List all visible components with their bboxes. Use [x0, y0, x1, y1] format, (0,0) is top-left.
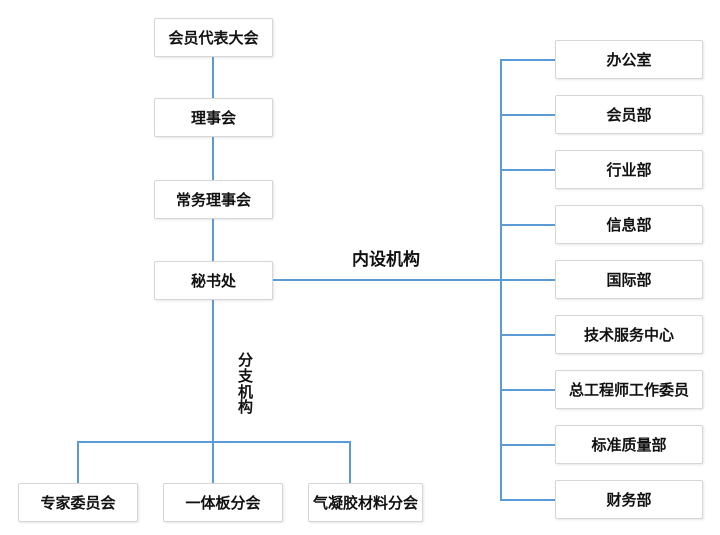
- connector-stub-aerogel: [349, 441, 351, 483]
- connector-stub-office: [500, 59, 555, 61]
- connector-stub-information: [500, 224, 555, 226]
- connector-stub-membership: [500, 114, 555, 116]
- node-secretariat: 秘书处: [154, 261, 273, 300]
- internal-orgs-label: 内设机构: [352, 250, 420, 269]
- connector-secretariat-branches: [212, 300, 214, 442]
- node-council: 理事会: [154, 98, 273, 137]
- connector-branch-bus: [77, 441, 351, 443]
- connector-congress-council: [212, 57, 214, 98]
- node-membership-dept: 会员部: [555, 95, 703, 134]
- connector-stub-standards-quality: [500, 444, 555, 446]
- node-office: 办公室: [555, 40, 703, 79]
- connector-stub-international: [500, 279, 555, 281]
- connector-stub-chief-engineer: [500, 389, 555, 391]
- connector-stub-industry: [500, 169, 555, 171]
- node-tech-service-center: 技术服务中心: [555, 315, 703, 354]
- node-finance-dept: 财务部: [555, 480, 703, 519]
- connector-stub-finance: [500, 499, 555, 501]
- connector-council-standing: [212, 137, 214, 180]
- node-information-dept: 信息部: [555, 205, 703, 244]
- connector-stub-expert: [77, 441, 79, 483]
- node-industry-dept: 行业部: [555, 150, 703, 189]
- node-member-congress: 会员代表大会: [154, 18, 273, 57]
- connector-stub-tech-service: [500, 334, 555, 336]
- connector-standing-secretariat: [212, 219, 214, 261]
- node-standards-quality-dept: 标准质量部: [555, 425, 703, 464]
- node-chief-engineer-committee: 总工程师工作委员: [555, 370, 703, 409]
- node-integrated-panel-branch: 一体板分会: [163, 483, 283, 522]
- node-international-dept: 国际部: [555, 260, 703, 299]
- connector-secretariat-internal: [273, 279, 501, 281]
- node-aerogel-materials-branch: 气凝胶材料分会: [308, 483, 423, 522]
- branch-orgs-label: 分支机构: [237, 352, 253, 417]
- connector-stub-panel: [212, 441, 214, 483]
- node-expert-committee: 专家委员会: [18, 483, 138, 522]
- node-standing-council: 常务理事会: [154, 180, 273, 219]
